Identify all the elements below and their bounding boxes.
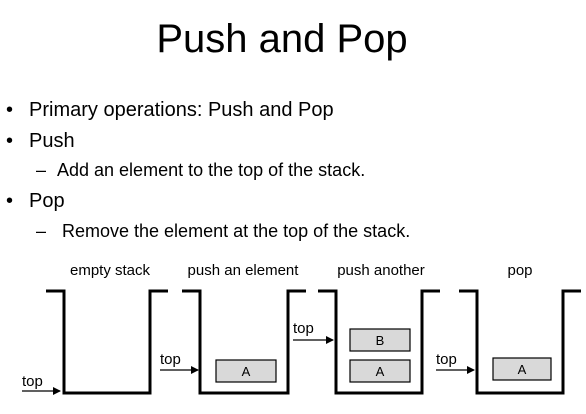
panel-caption: push another [337, 262, 425, 279]
stack-item-a [215, 359, 277, 383]
bullet-marker: • [6, 190, 14, 212]
dash-marker: – [36, 160, 47, 180]
panel-push-another: push another A B top [293, 262, 440, 395]
stack-container [46, 289, 168, 395]
bullet-text: Pop [29, 190, 65, 212]
bullet-text: Remove the element at the top of the sta… [62, 221, 411, 241]
stack-item-b [349, 328, 411, 352]
top-label: top [436, 351, 457, 368]
bullet-marker: • [6, 99, 14, 121]
slide-title: Push and Pop [156, 17, 408, 61]
bullet-text: Add an element to the top of the stack. [57, 160, 366, 180]
dash-marker: – [36, 221, 47, 241]
stack-container [318, 289, 440, 395]
stack-item-label: B [376, 333, 385, 348]
panel-empty-stack: empty stack top [22, 262, 168, 395]
stack-container [459, 289, 581, 395]
stack-item-a [349, 359, 411, 383]
panel-caption: push an element [188, 262, 300, 279]
panel-caption: empty stack [70, 262, 151, 279]
stack-item-label: A [376, 364, 385, 379]
panel-pop: pop A top [436, 262, 581, 395]
bullet-marker: • [6, 130, 14, 152]
stack-container [182, 289, 306, 395]
stack-item-label: A [518, 362, 527, 377]
stack-item-a [492, 357, 552, 381]
top-label: top [293, 320, 314, 337]
bullet-text: Primary operations: Push and Pop [29, 99, 334, 121]
top-label: top [22, 373, 43, 390]
panel-caption: pop [507, 262, 532, 279]
bullet-text: Push [29, 130, 75, 152]
panel-push-an-element: push an element A top [160, 262, 306, 395]
top-label: top [160, 351, 181, 368]
stack-item-label: A [242, 364, 251, 379]
